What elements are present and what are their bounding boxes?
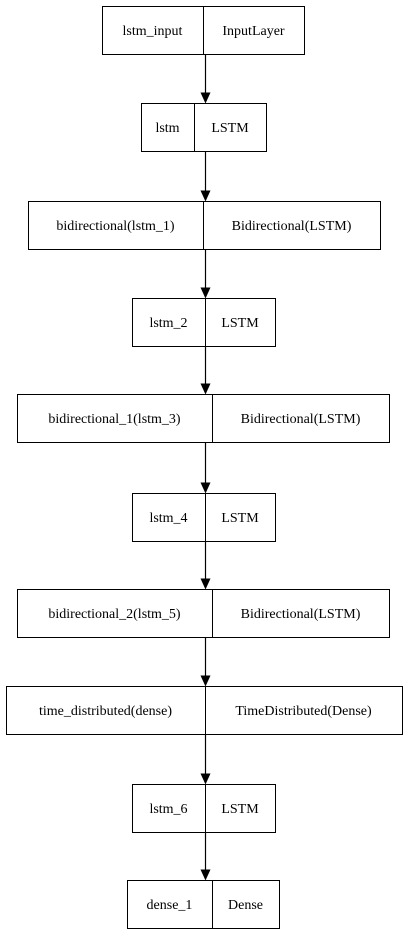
layer-node-box [141, 103, 267, 152]
edge-arrow [200, 832, 211, 881]
edge-arrow [200, 346, 211, 395]
layer-node-box [6, 686, 403, 735]
arrowhead-icon [200, 578, 211, 590]
arrowhead-icon [200, 287, 211, 299]
edge-arrow [200, 249, 211, 299]
edges-layer [200, 54, 211, 881]
layer-type-label: InputLayer [222, 24, 285, 39]
arrowhead-icon [200, 773, 211, 785]
layer-node-box [28, 201, 381, 250]
layer-node: lstm_2 LSTM [132, 298, 276, 347]
layer-name-label: lstm_6 [149, 802, 187, 817]
edge-arrow [200, 637, 211, 687]
layer-name-label: dense_1 [147, 898, 193, 913]
layer-node-box [17, 394, 390, 443]
layer-type-label: Bidirectional(LSTM) [241, 412, 361, 427]
layer-node: lstm LSTM [141, 103, 267, 152]
layer-name-label: lstm [155, 121, 179, 136]
edge-arrow [200, 541, 211, 590]
layer-node-box [17, 589, 390, 638]
layer-name-label: bidirectional_2(lstm_5) [48, 607, 181, 622]
edge-arrow [200, 442, 211, 494]
layer-name-label: bidirectional_1(lstm_3) [48, 412, 181, 427]
layer-name-label: lstm_2 [149, 316, 187, 331]
arrowhead-icon [200, 482, 211, 494]
layer-node-box [132, 298, 276, 347]
layer-node: bidirectional_1(lstm_3) Bidirectional(LST… [17, 394, 390, 443]
edge-arrow [200, 54, 211, 104]
arrowhead-icon [200, 383, 211, 395]
layer-type-label: LSTM [221, 511, 259, 526]
layer-type-label: LSTM [221, 316, 259, 331]
layer-node: bidirectional(lstm_1) Bidirectional(LSTM) [28, 201, 381, 250]
layer-node-box [132, 784, 276, 833]
layer-type-label: LSTM [211, 121, 249, 136]
layer-node: lstm_4 LSTM [132, 493, 276, 542]
layer-node: bidirectional_2(lstm_5) Bidirectional(LST… [17, 589, 390, 638]
layer-type-label: LSTM [221, 802, 259, 817]
layer-node: dense_1 Dense [127, 880, 280, 929]
layer-node-box [132, 493, 276, 542]
layer-name-label: time_distributed(dense) [39, 704, 172, 719]
edge-arrow [200, 734, 211, 785]
arrowhead-icon [200, 675, 211, 687]
layer-type-label: Bidirectional(LSTM) [232, 219, 352, 234]
arrowhead-icon [200, 869, 211, 881]
layer-name-label: lstm_input [123, 24, 183, 39]
layer-name-label: lstm_4 [149, 511, 187, 526]
layer-node: lstm_input InputLayer [102, 6, 305, 55]
layer-type-label: Bidirectional(LSTM) [241, 607, 361, 622]
arrowhead-icon [200, 92, 211, 104]
layer-node: lstm_6 LSTM [132, 784, 276, 833]
layer-type-label: TimeDistributed(Dense) [235, 704, 372, 719]
layer-node: time_distributed(dense) TimeDistributed(D… [6, 686, 403, 735]
layer-name-label: bidirectional(lstm_1) [56, 219, 175, 234]
edge-arrow [200, 151, 211, 202]
layer-node-box [127, 880, 280, 929]
layer-type-label: Dense [228, 898, 263, 913]
arrowhead-icon [200, 190, 211, 202]
